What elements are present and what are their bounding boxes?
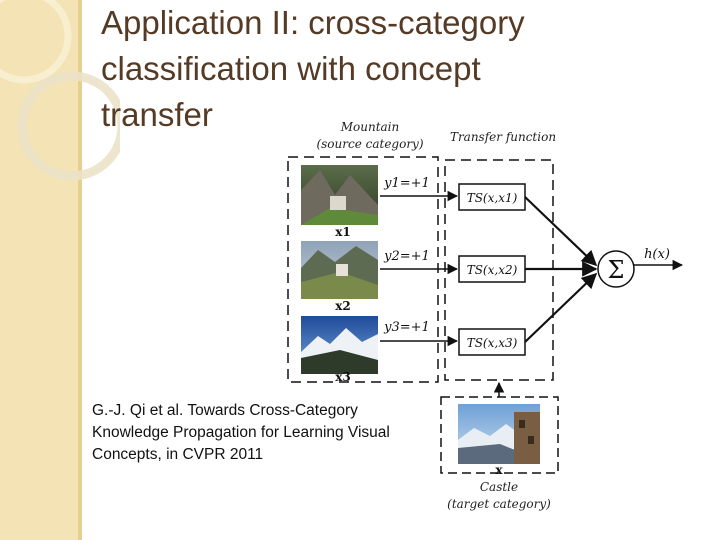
label-y3: y3=+1	[383, 320, 430, 335]
source-image-2	[301, 241, 378, 299]
title-line-1: Application II: cross-category	[101, 4, 525, 41]
source-image-1	[301, 165, 378, 225]
sample-x3: x3	[335, 370, 351, 384]
citation-line-3: Concepts, in CVPR 2011	[92, 446, 264, 463]
citation-line-1: G.-J. Qi et al. Towards Cross-Category	[92, 402, 358, 419]
sample-x1: x1	[335, 225, 351, 239]
source-category-name: Mountain	[340, 120, 400, 134]
summation-node	[597, 250, 635, 288]
transfer-label-2: TS(x,x2)	[467, 263, 518, 277]
title-line-3: transfer	[101, 96, 213, 133]
sample-x2: x2	[335, 299, 351, 313]
arrow-to-sum-3	[524, 272, 598, 343]
decorative-left-stripe	[78, 0, 82, 540]
output-label: h(x)	[644, 247, 670, 262]
source-image-3	[301, 316, 378, 374]
target-image	[458, 404, 540, 464]
transfer-label-3: TS(x,x3)	[467, 336, 518, 350]
citation-text: G.-J. Qi et al. Towards Cross-Category K…	[92, 400, 452, 466]
slide-title: Application II: cross-category classific…	[101, 0, 661, 138]
label-y1: y1=+1	[383, 176, 430, 191]
sum-symbol: Σ	[608, 256, 625, 284]
transfer-box-3	[458, 328, 526, 356]
arrow-to-sum-1	[524, 196, 598, 267]
citation-line-2: Knowledge Propagation for Learning Visua…	[92, 424, 390, 441]
target-category-name: Castle	[480, 480, 518, 494]
source-category-caption: (source category)	[316, 137, 423, 151]
target-sample-x: x	[495, 463, 503, 477]
label-y2: y2=+1	[383, 249, 430, 264]
decorative-rings	[0, 0, 120, 181]
transfer-function-header: Transfer function	[450, 130, 556, 144]
transfer-label-1: TS(x,x1)	[467, 191, 518, 205]
title-line-2: classification with concept	[101, 50, 481, 87]
concept-transfer-diagram: Mountain (source category) Transfer func…	[287, 120, 684, 511]
transfer-box-1	[458, 183, 526, 211]
target-category-caption: (target category)	[447, 497, 551, 511]
